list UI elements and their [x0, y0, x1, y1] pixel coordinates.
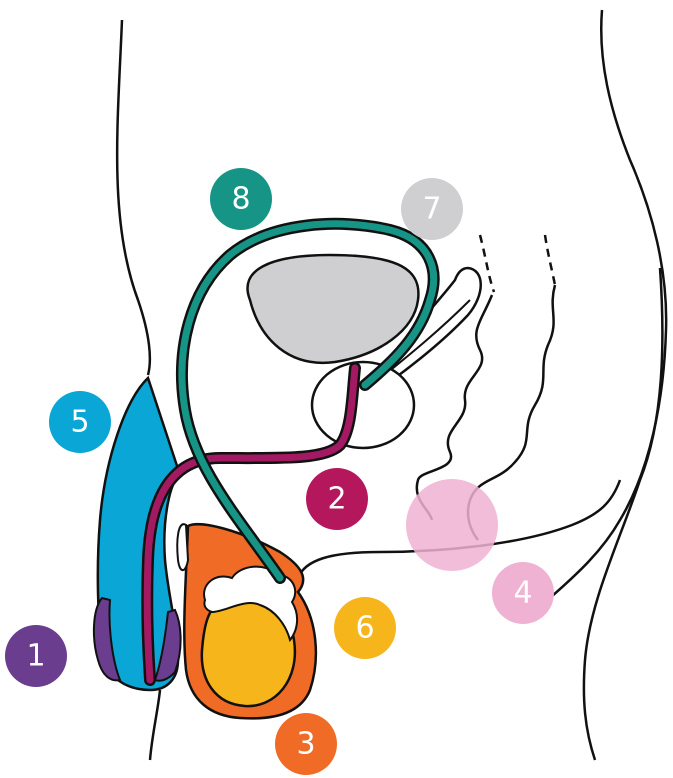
svg-text:5: 5: [70, 405, 89, 440]
front-body-outline: [117, 20, 150, 375]
svg-text:6: 6: [355, 611, 374, 646]
svg-text:2: 2: [327, 482, 346, 517]
badge-2: 2: [306, 468, 368, 530]
prostate: [312, 362, 414, 448]
badge-3: 3: [275, 713, 337, 775]
svg-text:7: 7: [422, 192, 441, 227]
anus-highlight: [406, 479, 498, 571]
badge-5: 5: [49, 391, 111, 453]
bladder: [248, 255, 419, 363]
svg-text:4: 4: [513, 576, 532, 611]
badge-6: 6: [334, 597, 396, 659]
svg-text:3: 3: [296, 727, 315, 762]
badge-4: 4: [492, 562, 554, 624]
badge-8: 8: [210, 168, 272, 230]
badge-1: 1: [5, 625, 67, 687]
svg-text:1: 1: [26, 639, 45, 674]
rectum-dashed-front: [480, 235, 494, 292]
badge-7: 7: [401, 178, 463, 240]
scrotum-fold: [177, 524, 188, 570]
front-leg-outline: [150, 690, 160, 760]
back-body-outline: [550, 10, 666, 598]
svg-text:8: 8: [231, 182, 250, 217]
rectum-dashed-back: [545, 235, 555, 285]
